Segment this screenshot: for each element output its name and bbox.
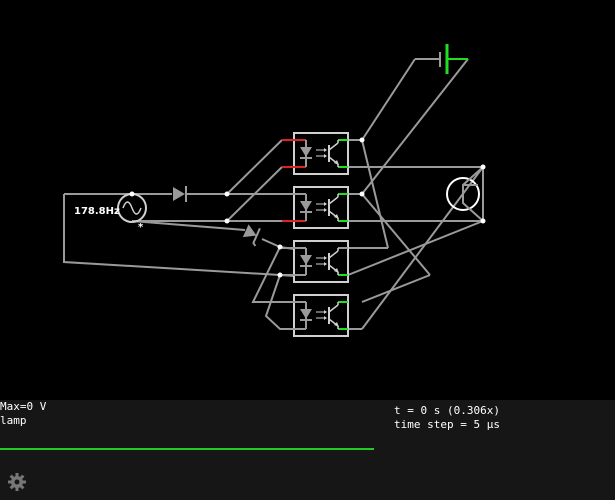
zener-diode[interactable] bbox=[242, 223, 263, 247]
optocoupler[interactable] bbox=[282, 132, 349, 175]
scope-panel[interactable]: Max=0 V lamp t = 0 s (0.306x) time step … bbox=[0, 400, 615, 500]
circuit-canvas[interactable]: 178.8Hz * bbox=[0, 0, 615, 400]
optocoupler[interactable] bbox=[282, 186, 349, 229]
scope-trace bbox=[0, 448, 374, 450]
optocoupler[interactable] bbox=[282, 294, 349, 337]
time-step-display: time step = 5 µs bbox=[394, 418, 500, 431]
battery[interactable] bbox=[439, 44, 468, 74]
optocoupler[interactable] bbox=[282, 240, 349, 283]
nodes bbox=[129, 137, 486, 278]
source-marker: * bbox=[138, 222, 144, 233]
gear-icon[interactable] bbox=[7, 472, 27, 492]
ac-source[interactable] bbox=[117, 193, 147, 223]
scope-element-label: lamp bbox=[0, 414, 27, 427]
frequency-label: 178.8Hz bbox=[74, 206, 120, 217]
scope-max-label: Max=0 V bbox=[0, 400, 47, 413]
lamp[interactable] bbox=[446, 166, 484, 222]
optocoupler-group bbox=[282, 132, 349, 337]
diode[interactable] bbox=[173, 186, 187, 202]
time-display: t = 0 s (0.306x) bbox=[394, 404, 500, 417]
